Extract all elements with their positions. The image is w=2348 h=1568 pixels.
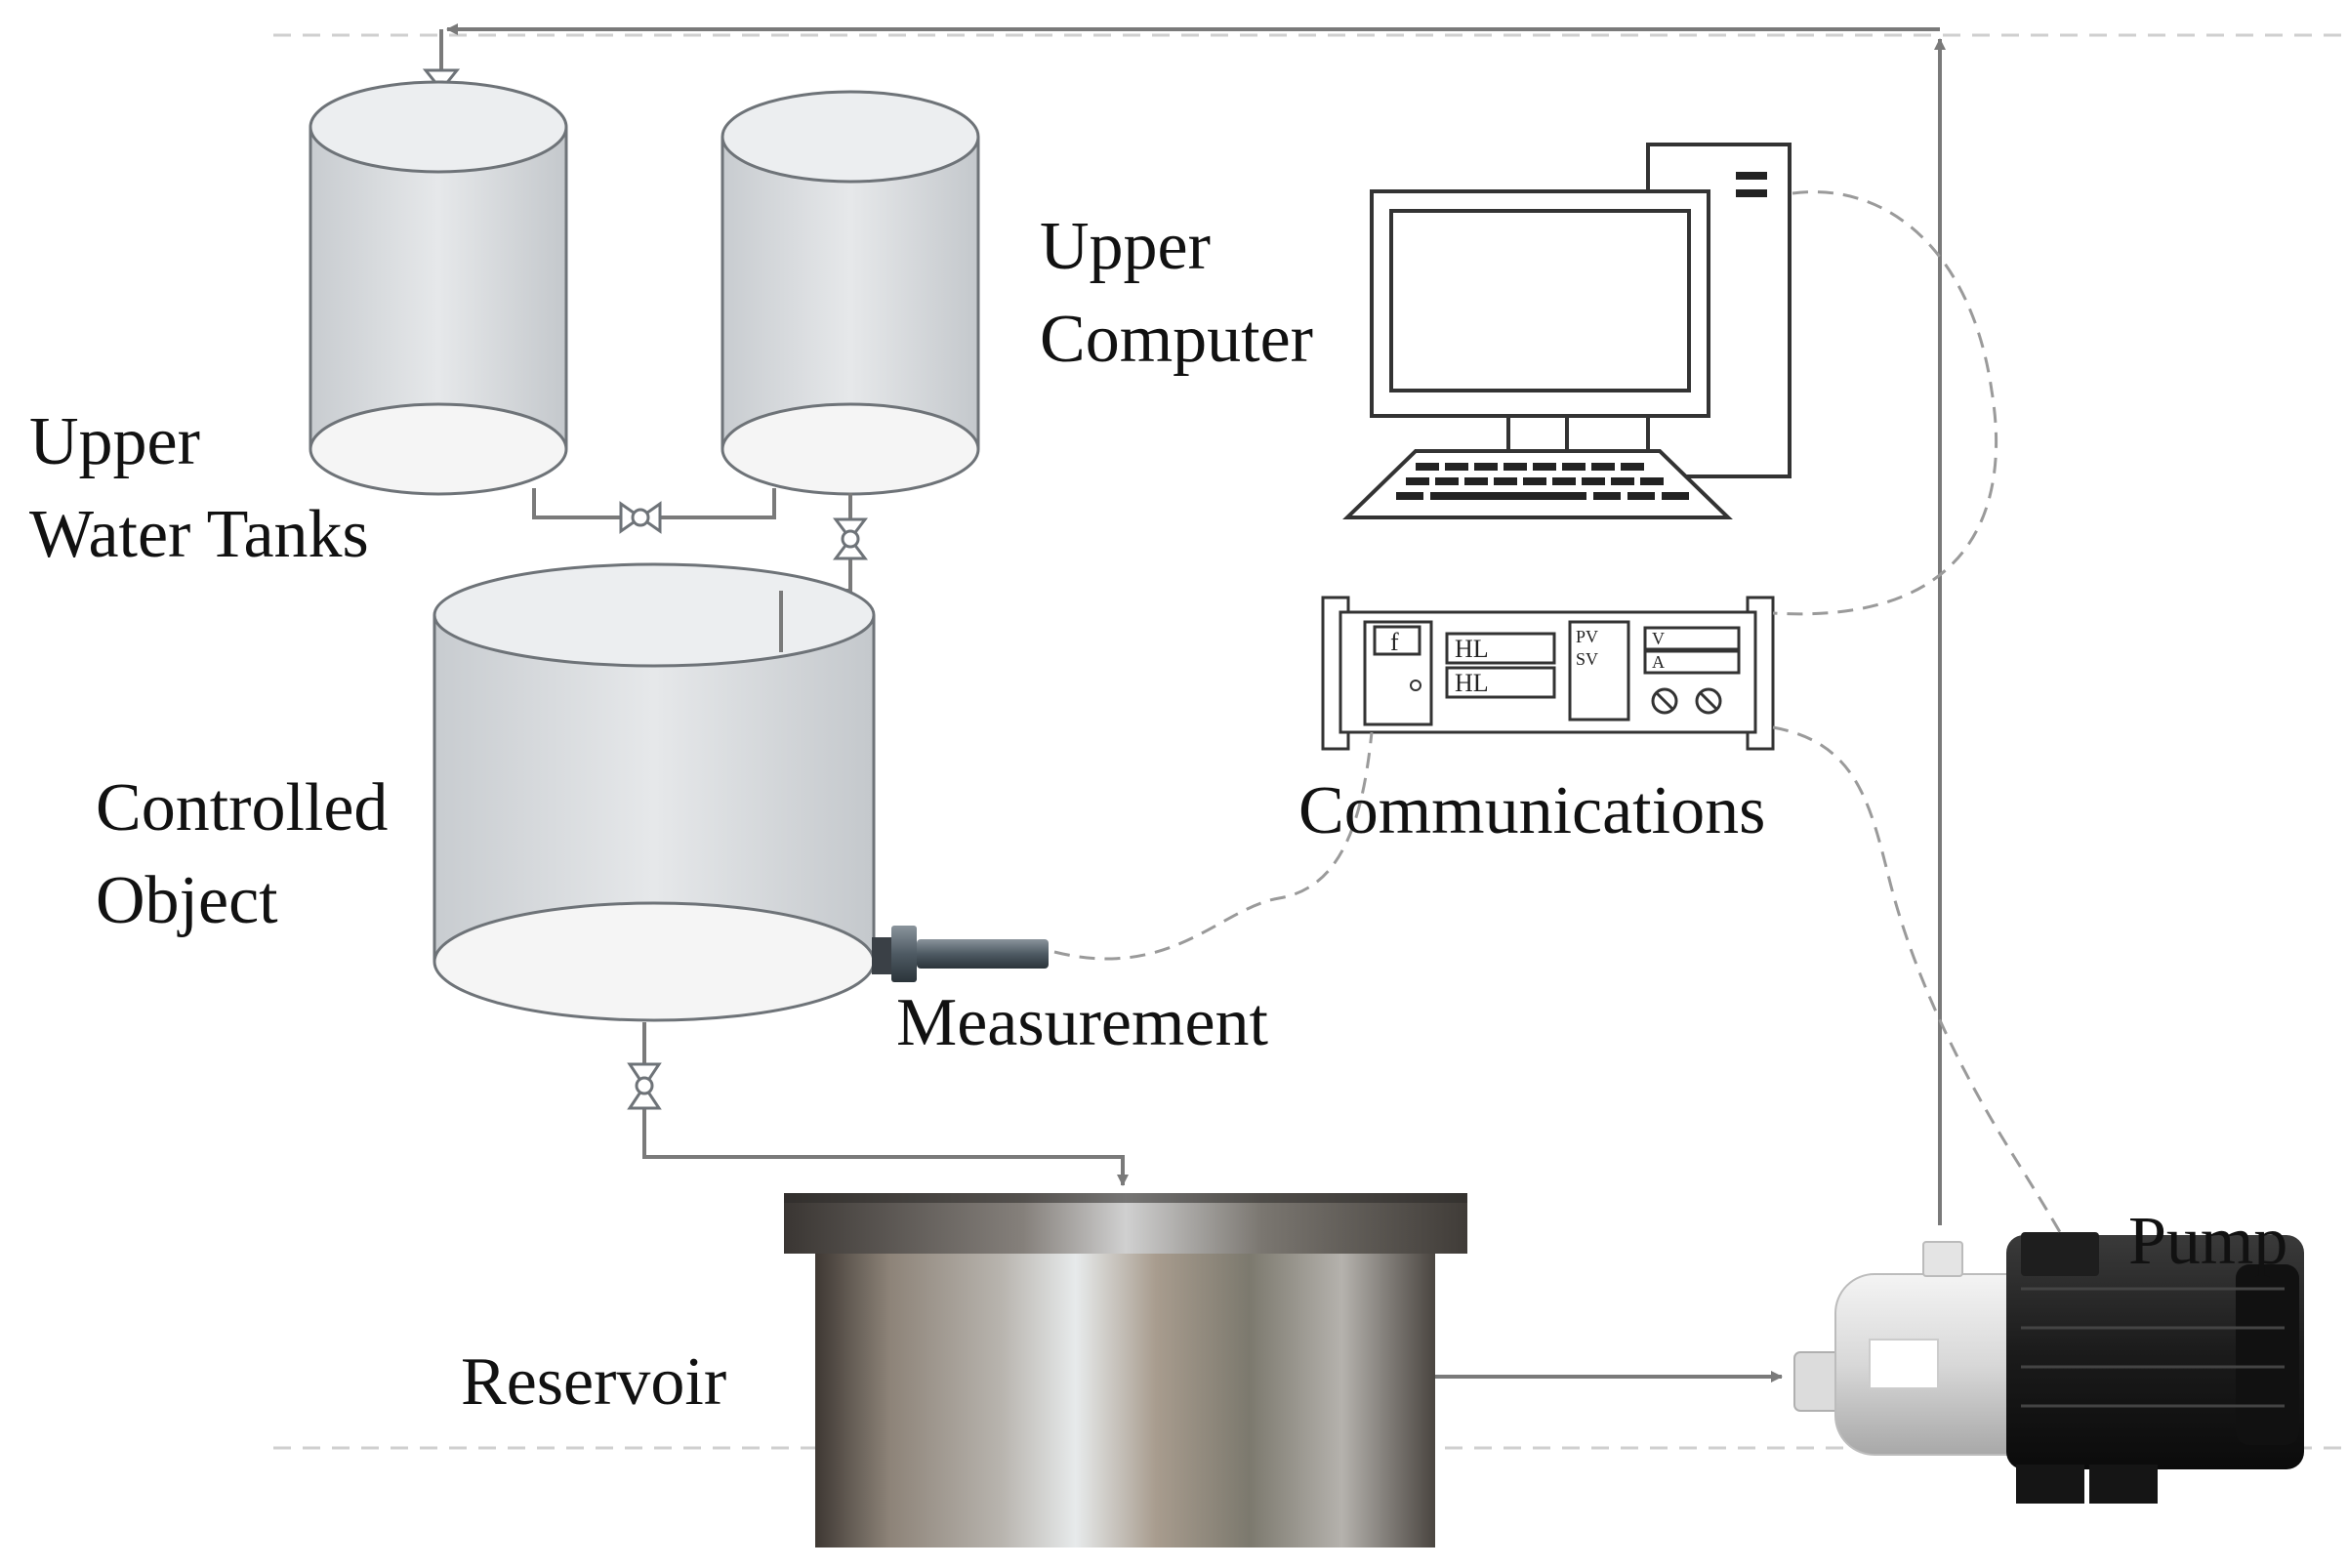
label-upper-water-tanks-line1: Upper [29, 404, 200, 479]
reservoir-icon [784, 1193, 1467, 1547]
panel-hl-top: HL [1455, 635, 1489, 663]
panel-sv: SV [1576, 649, 1598, 669]
label-controlled-object-line2: Object [96, 863, 278, 938]
valve-icon [619, 501, 662, 534]
cylinder-tank-icon [309, 80, 568, 496]
valve-icon [627, 1062, 662, 1110]
label-controlled-object: Controlled Object [96, 770, 405, 938]
panel-f-label: f [1390, 628, 1399, 656]
panel-pv: PV [1576, 627, 1598, 646]
panel-hl-bottom: HL [1455, 669, 1489, 697]
label-pump: Pump [2128, 1204, 2287, 1279]
signal-line-sensor [1053, 731, 1374, 961]
desktop-computer-icon [1342, 143, 1792, 519]
level-sensor-icon [872, 926, 1049, 982]
controller-panel-icon: f HL HL PV SV V A [1321, 596, 1775, 751]
label-reservoir: Reservoir [461, 1344, 726, 1420]
pump-icon [1793, 1232, 2304, 1504]
label-communications: Communications [1298, 773, 1765, 848]
label-measurement: Measurement [896, 985, 1269, 1060]
panel-v: V [1652, 629, 1665, 648]
label-upper-computer-line1: Upper [1040, 209, 1211, 284]
valve-icon [833, 517, 868, 560]
signal-line-pump [1772, 725, 2062, 1233]
label-upper-water-tanks-line2: Water Tanks [29, 497, 369, 572]
cylinder-tank-icon [721, 90, 980, 496]
label-controlled-object-line1: Controlled [96, 770, 388, 846]
label-upper-water-tanks: Upper Water Tanks [29, 404, 369, 572]
label-upper-computer-line2: Computer [1040, 302, 1313, 377]
panel-a: A [1652, 652, 1665, 672]
signal-line-computer [1772, 190, 1998, 616]
label-upper-computer: Upper Computer [1040, 209, 1313, 377]
cylinder-tank-icon [433, 562, 876, 1022]
